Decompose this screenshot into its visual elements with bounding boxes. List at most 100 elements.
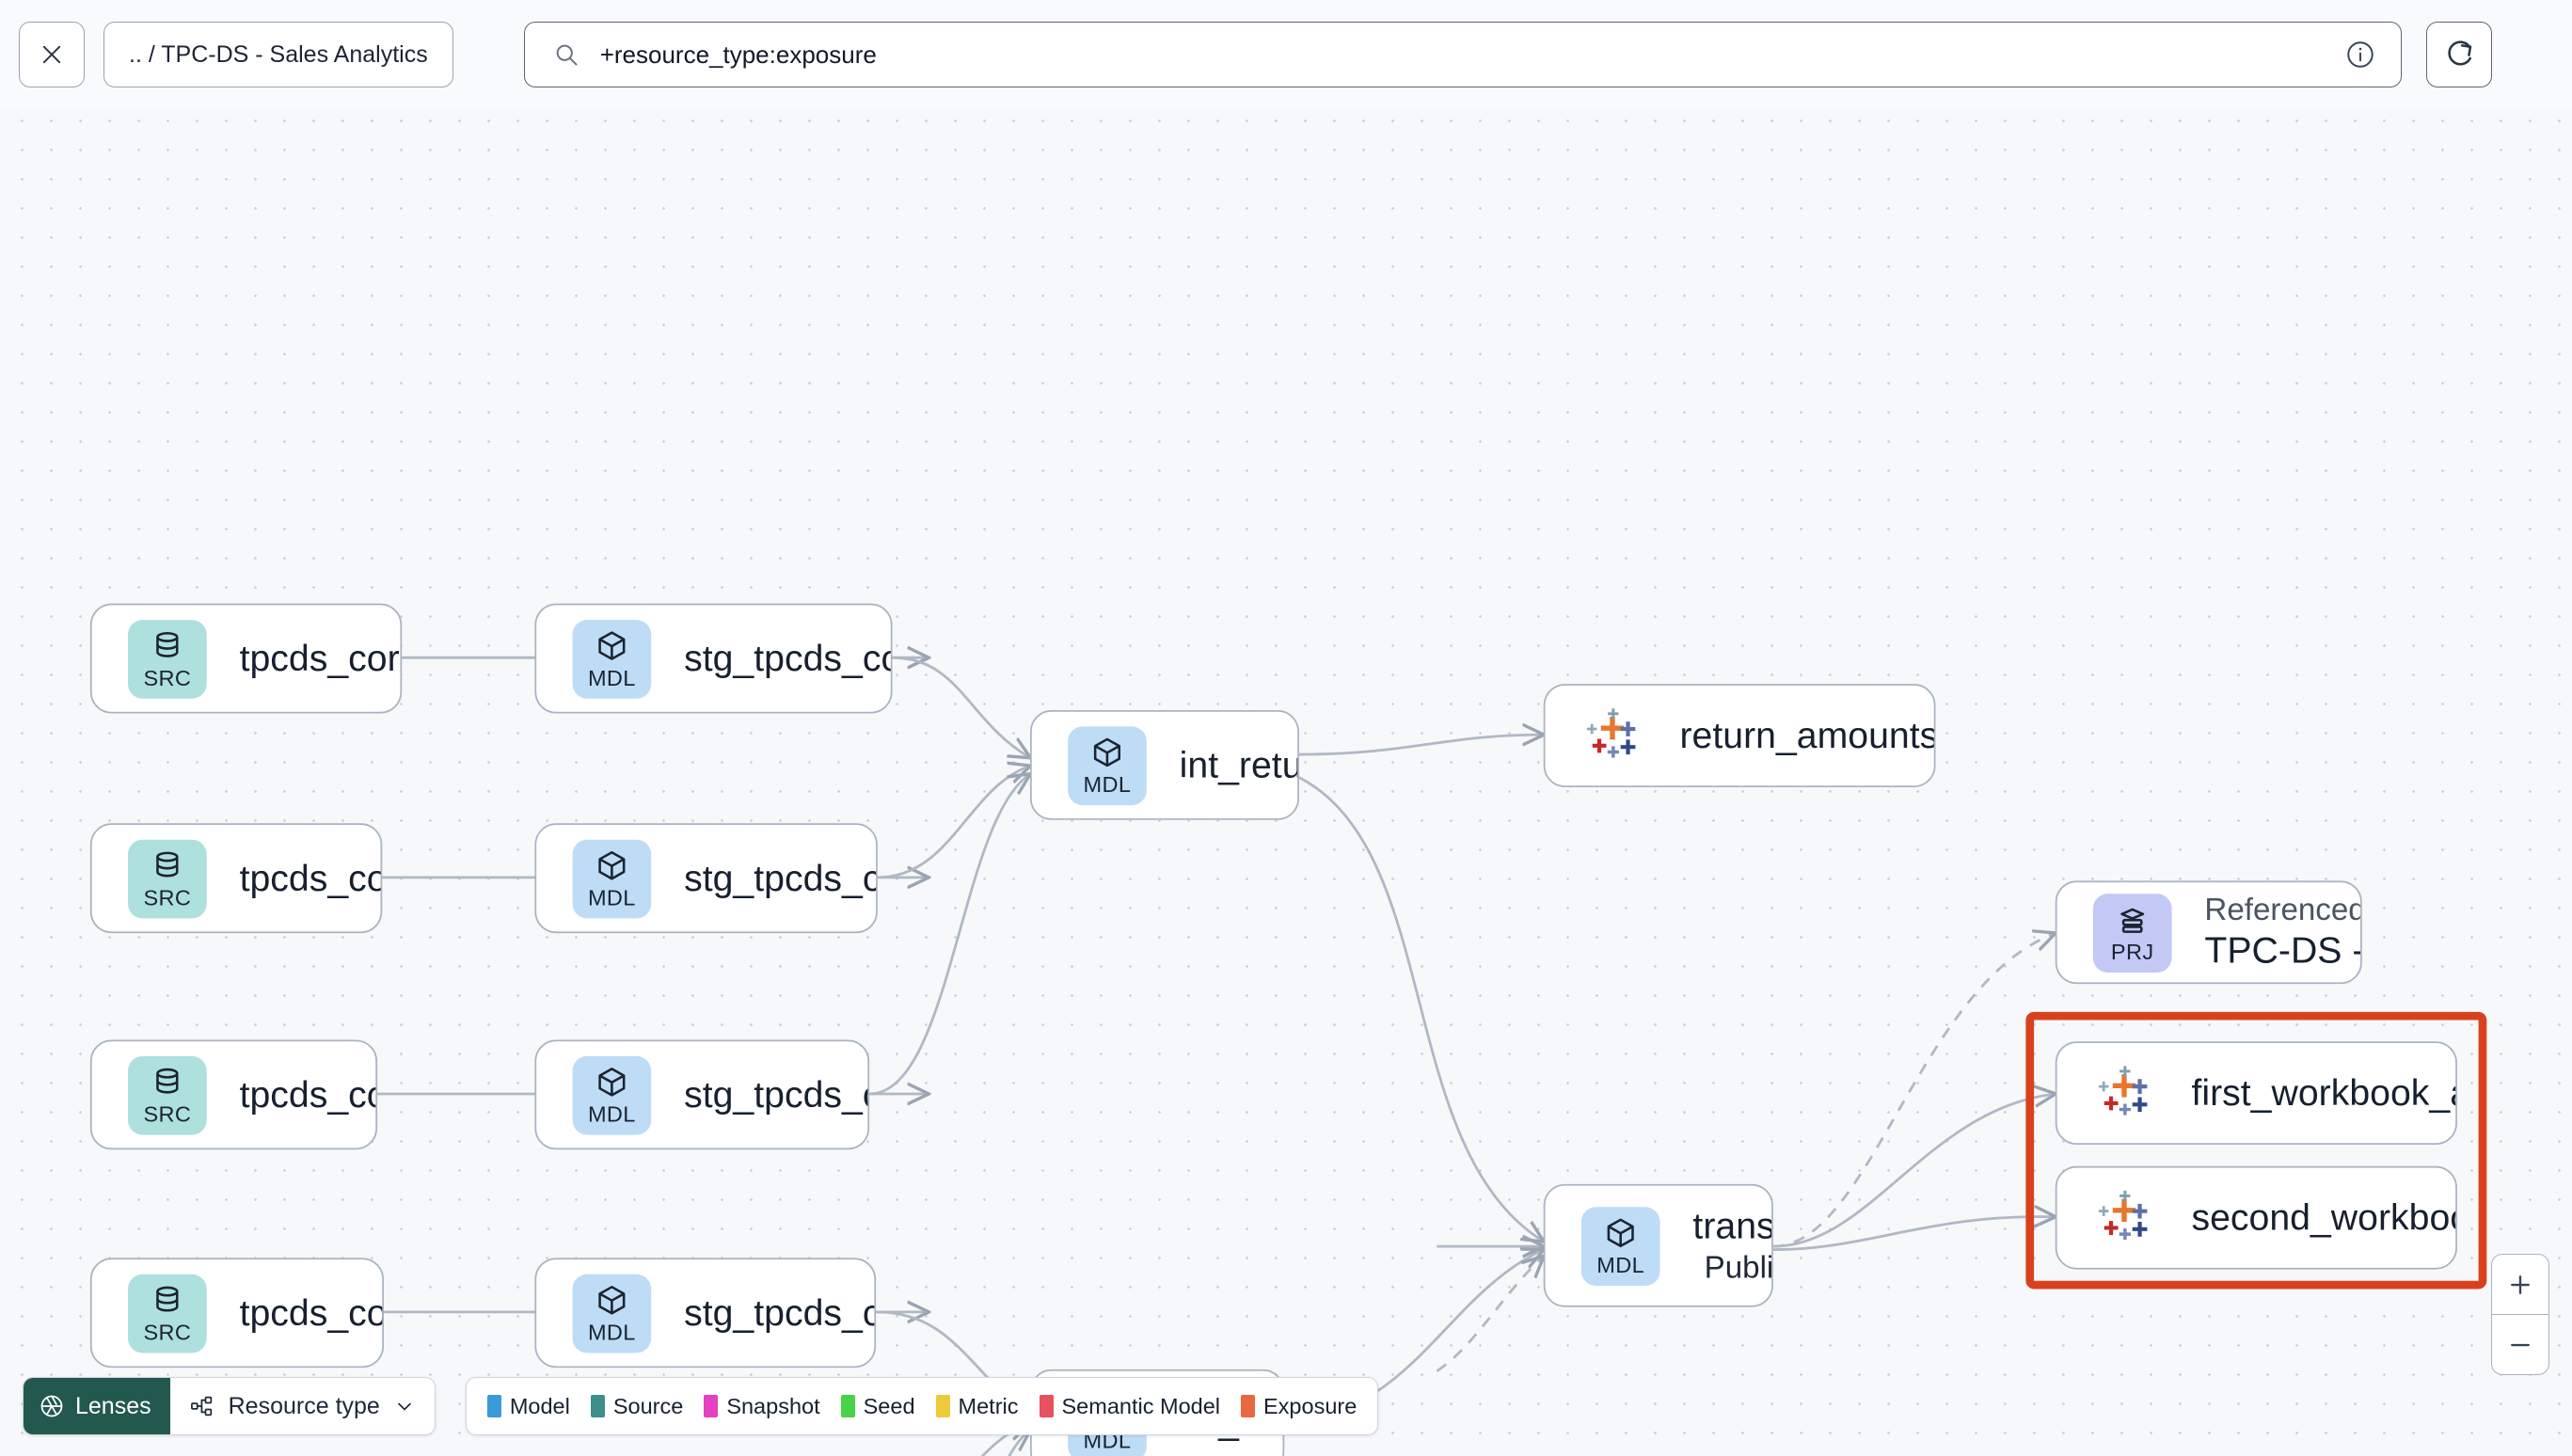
lenses-button[interactable]: Lenses <box>24 1378 170 1434</box>
resource-type-dropdown[interactable]: Resource type <box>170 1378 435 1434</box>
top-toolbar: .. / TPC-DS - Sales Analytics <box>0 0 2572 109</box>
refresh-icon <box>2448 40 2472 66</box>
node-model-stg-store-returns[interactable]: MDL stg_tpcds_core__store_returns <box>534 823 878 934</box>
tableau-icon <box>1586 707 1636 757</box>
legend-item-metric[interactable]: Metric <box>935 1393 1019 1419</box>
legend-label: Exposure <box>1263 1393 1357 1418</box>
cube-icon <box>598 850 626 880</box>
legend-swatch <box>1241 1395 1255 1417</box>
node-model-stg-web-returns[interactable]: MDL stg_tpcds_core__web_returns <box>534 1039 870 1150</box>
mdl-badge-label: MDL <box>587 1101 636 1127</box>
zoom-out-button[interactable] <box>2492 1315 2548 1374</box>
legend: Model Source Snapshot Seed Metric Semant… <box>465 1377 1379 1435</box>
node-label: int_returns__unioned <box>1179 743 1298 785</box>
mdl-badge-label: MDL <box>1596 1252 1645 1277</box>
cube-icon <box>1093 737 1121 767</box>
legend-swatch <box>704 1395 719 1417</box>
legend-item-model[interactable]: Model <box>486 1394 570 1419</box>
search-input[interactable] <box>599 40 2344 70</box>
resource-type-label: Resource type <box>228 1392 380 1419</box>
legend-label: Snapshot <box>726 1393 820 1418</box>
node-project-referenced-by[interactable]: PRJ Referenced by TPC-DS - Core Data Mod… <box>2055 880 2362 985</box>
close-button[interactable] <box>19 22 85 87</box>
src-badge: SRC <box>128 1273 207 1353</box>
node-model-stg-catalog-sales[interactable]: MDL stg_tpcds_core__catalog_sales <box>534 1258 877 1369</box>
legend-swatch <box>1039 1395 1054 1417</box>
node-label: stg_tpcds_core__web_returns <box>684 1073 867 1115</box>
mdl-badge-label: MDL <box>587 885 636 910</box>
cube-icon <box>1607 1218 1634 1247</box>
node-exposure-second-workbook[interactable]: second_workbook_connected_to_live… <box>2055 1165 2457 1270</box>
lens-group: Lenses Resource type <box>23 1377 436 1435</box>
database-icon <box>156 631 179 657</box>
lenses-label: Lenses <box>75 1392 151 1419</box>
mdl-badge-label: MDL <box>587 665 636 690</box>
legend-swatch <box>590 1395 605 1417</box>
breadcrumb-label: .. / TPC-DS - Sales Analytics <box>129 40 428 68</box>
mdl-badge-label: MDL <box>587 1320 636 1345</box>
node-source-catalog-sales[interactable]: SRC tpcds_core.catalog_sales <box>89 1258 385 1369</box>
mdl-badge: MDL <box>1068 725 1147 805</box>
close-icon <box>42 45 61 64</box>
node-label: transactions <box>1692 1204 1771 1246</box>
legend-label: Source <box>612 1393 684 1418</box>
src-badge-label: SRC <box>143 1320 192 1345</box>
node-label: stg_tpcds_core__catalog_returns <box>684 637 891 678</box>
info-icon[interactable] <box>2344 39 2376 71</box>
node-source-catalog-returns[interactable]: SRC tpcds_core.catalog_returns <box>89 603 403 714</box>
src-badge-label: SRC <box>143 1101 192 1127</box>
legend-swatch <box>935 1395 950 1417</box>
node-label: second_workbook_connected_to_live… <box>2191 1195 2455 1238</box>
mdl-badge: MDL <box>572 838 652 918</box>
legend-swatch <box>840 1395 855 1417</box>
tableau-icon <box>2098 1065 2148 1115</box>
node-label: stg_tpcds_core__store_returns <box>684 857 876 898</box>
database-icon <box>156 1068 179 1094</box>
src-badge: SRC <box>128 838 207 918</box>
zoom-divider <box>2492 1314 2548 1315</box>
cube-icon <box>598 630 626 660</box>
node-model-stg-catalog-returns[interactable]: MDL stg_tpcds_core__catalog_returns <box>534 603 893 714</box>
node-context: Referenced by <box>2204 893 2361 928</box>
search-bar[interactable] <box>523 22 2402 87</box>
node-label: return_amounts_by_transaction_type <box>1679 714 1933 755</box>
minus-icon <box>2511 1343 2530 1346</box>
node-label: TPC-DS - Core Data Models <box>2204 928 2360 971</box>
mdl-badge: MDL <box>572 1055 652 1134</box>
zoom-in-button[interactable] <box>2492 1255 2548 1314</box>
legend-item-source[interactable]: Source <box>590 1393 684 1419</box>
legend-item-semantic-model[interactable]: Semantic Model <box>1039 1393 1221 1419</box>
privacy-label: Public <box>1704 1250 1771 1286</box>
zoom-controls <box>2491 1254 2549 1375</box>
database-icon <box>156 851 179 878</box>
refresh-button[interactable] <box>2425 22 2492 87</box>
node-exposure-return-amounts[interactable]: return_amounts_by_transaction_type <box>1543 684 1936 787</box>
legend-label: Metric <box>958 1393 1019 1418</box>
breadcrumb[interactable]: .. / TPC-DS - Sales Analytics <box>103 22 453 87</box>
legend-item-seed[interactable]: Seed <box>840 1393 915 1419</box>
node-model-int-returns-unioned[interactable]: MDL int_returns__unioned <box>1029 709 1299 820</box>
node-label: tpcds_core.store_returns <box>239 857 381 898</box>
node-label: tpcds_core.web_returns <box>239 1073 376 1115</box>
node-source-web-returns[interactable]: SRC tpcds_core.web_returns <box>89 1039 378 1150</box>
search-icon <box>556 44 578 66</box>
node-source-store-returns[interactable]: SRC tpcds_core.store_returns <box>89 823 383 934</box>
chevron-down-icon <box>398 1402 411 1411</box>
database-icon <box>156 1286 179 1312</box>
prj-badge: PRJ <box>2092 893 2172 973</box>
node-exposure-first-workbook[interactable]: first_workbook_attached_to_tpc-ds_-_… <box>2055 1041 2457 1146</box>
legend-label: Semantic Model <box>1061 1393 1221 1418</box>
mdl-badge: MDL <box>572 619 652 698</box>
node-label: first_workbook_attached_to_tpc-ds_-_… <box>2191 1071 2455 1114</box>
node-privacy: Public <box>1692 1251 1771 1287</box>
src-badge: SRC <box>128 1055 207 1134</box>
nodes-icon <box>190 1396 212 1416</box>
mdl-badge: MDL <box>572 1273 652 1353</box>
cube-icon <box>598 1067 626 1097</box>
legend-label: Seed <box>863 1393 915 1418</box>
legend-item-exposure[interactable]: Exposure <box>1241 1394 1357 1419</box>
legend-item-snapshot[interactable]: Snapshot <box>704 1393 820 1419</box>
node-model-transactions[interactable]: MDL transactions Public <box>1543 1183 1773 1307</box>
